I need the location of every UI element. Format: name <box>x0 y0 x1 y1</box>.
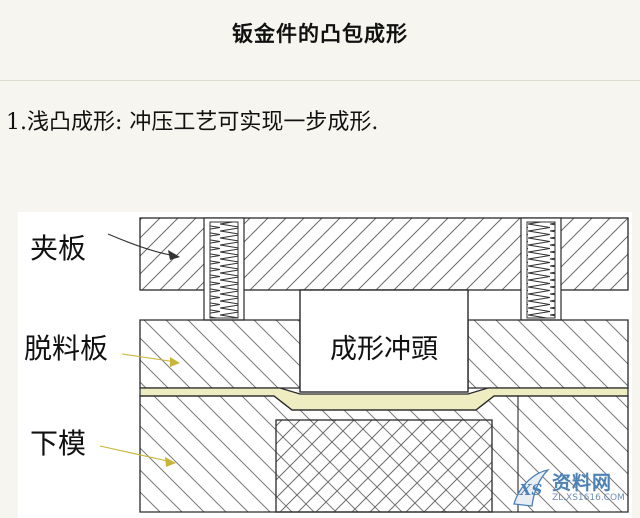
clamp-plate-arrowhead <box>168 250 180 260</box>
stripper-plate-leader <box>121 353 177 363</box>
spring-right <box>526 221 556 319</box>
watermark-logo-icon: XS <box>513 469 550 507</box>
title-divider <box>0 80 640 81</box>
stripper-plate-right <box>467 319 629 389</box>
label-clamp-plate: 夹板 <box>30 232 86 265</box>
watermark: XS 资料网 ZL.XS1616.COM <box>508 462 638 516</box>
label-stripper-plate: 脱料板 <box>24 332 108 365</box>
lower-die-leader <box>99 445 173 463</box>
stripper-plate-left <box>139 319 301 389</box>
watermark-text: 资料网 <box>552 472 613 494</box>
watermark-logo-text: XS <box>519 481 543 499</box>
stripper-plate-arrowhead <box>170 357 180 367</box>
forming-punch <box>299 289 469 393</box>
spring-left <box>209 221 239 319</box>
label-lower-die: 下模 <box>30 427 86 460</box>
lower-die-arrowhead <box>165 457 176 467</box>
watermark-url: ZL.XS1616.COM <box>552 493 625 503</box>
page-title: 钣金件的凸包成形 <box>232 22 408 46</box>
section-heading: 1.浅凸成形: 冲压工艺可实现一步成形. <box>6 110 379 135</box>
label-forming-punch: 成形冲頭 <box>330 334 438 365</box>
lower-die-insert <box>275 419 493 513</box>
